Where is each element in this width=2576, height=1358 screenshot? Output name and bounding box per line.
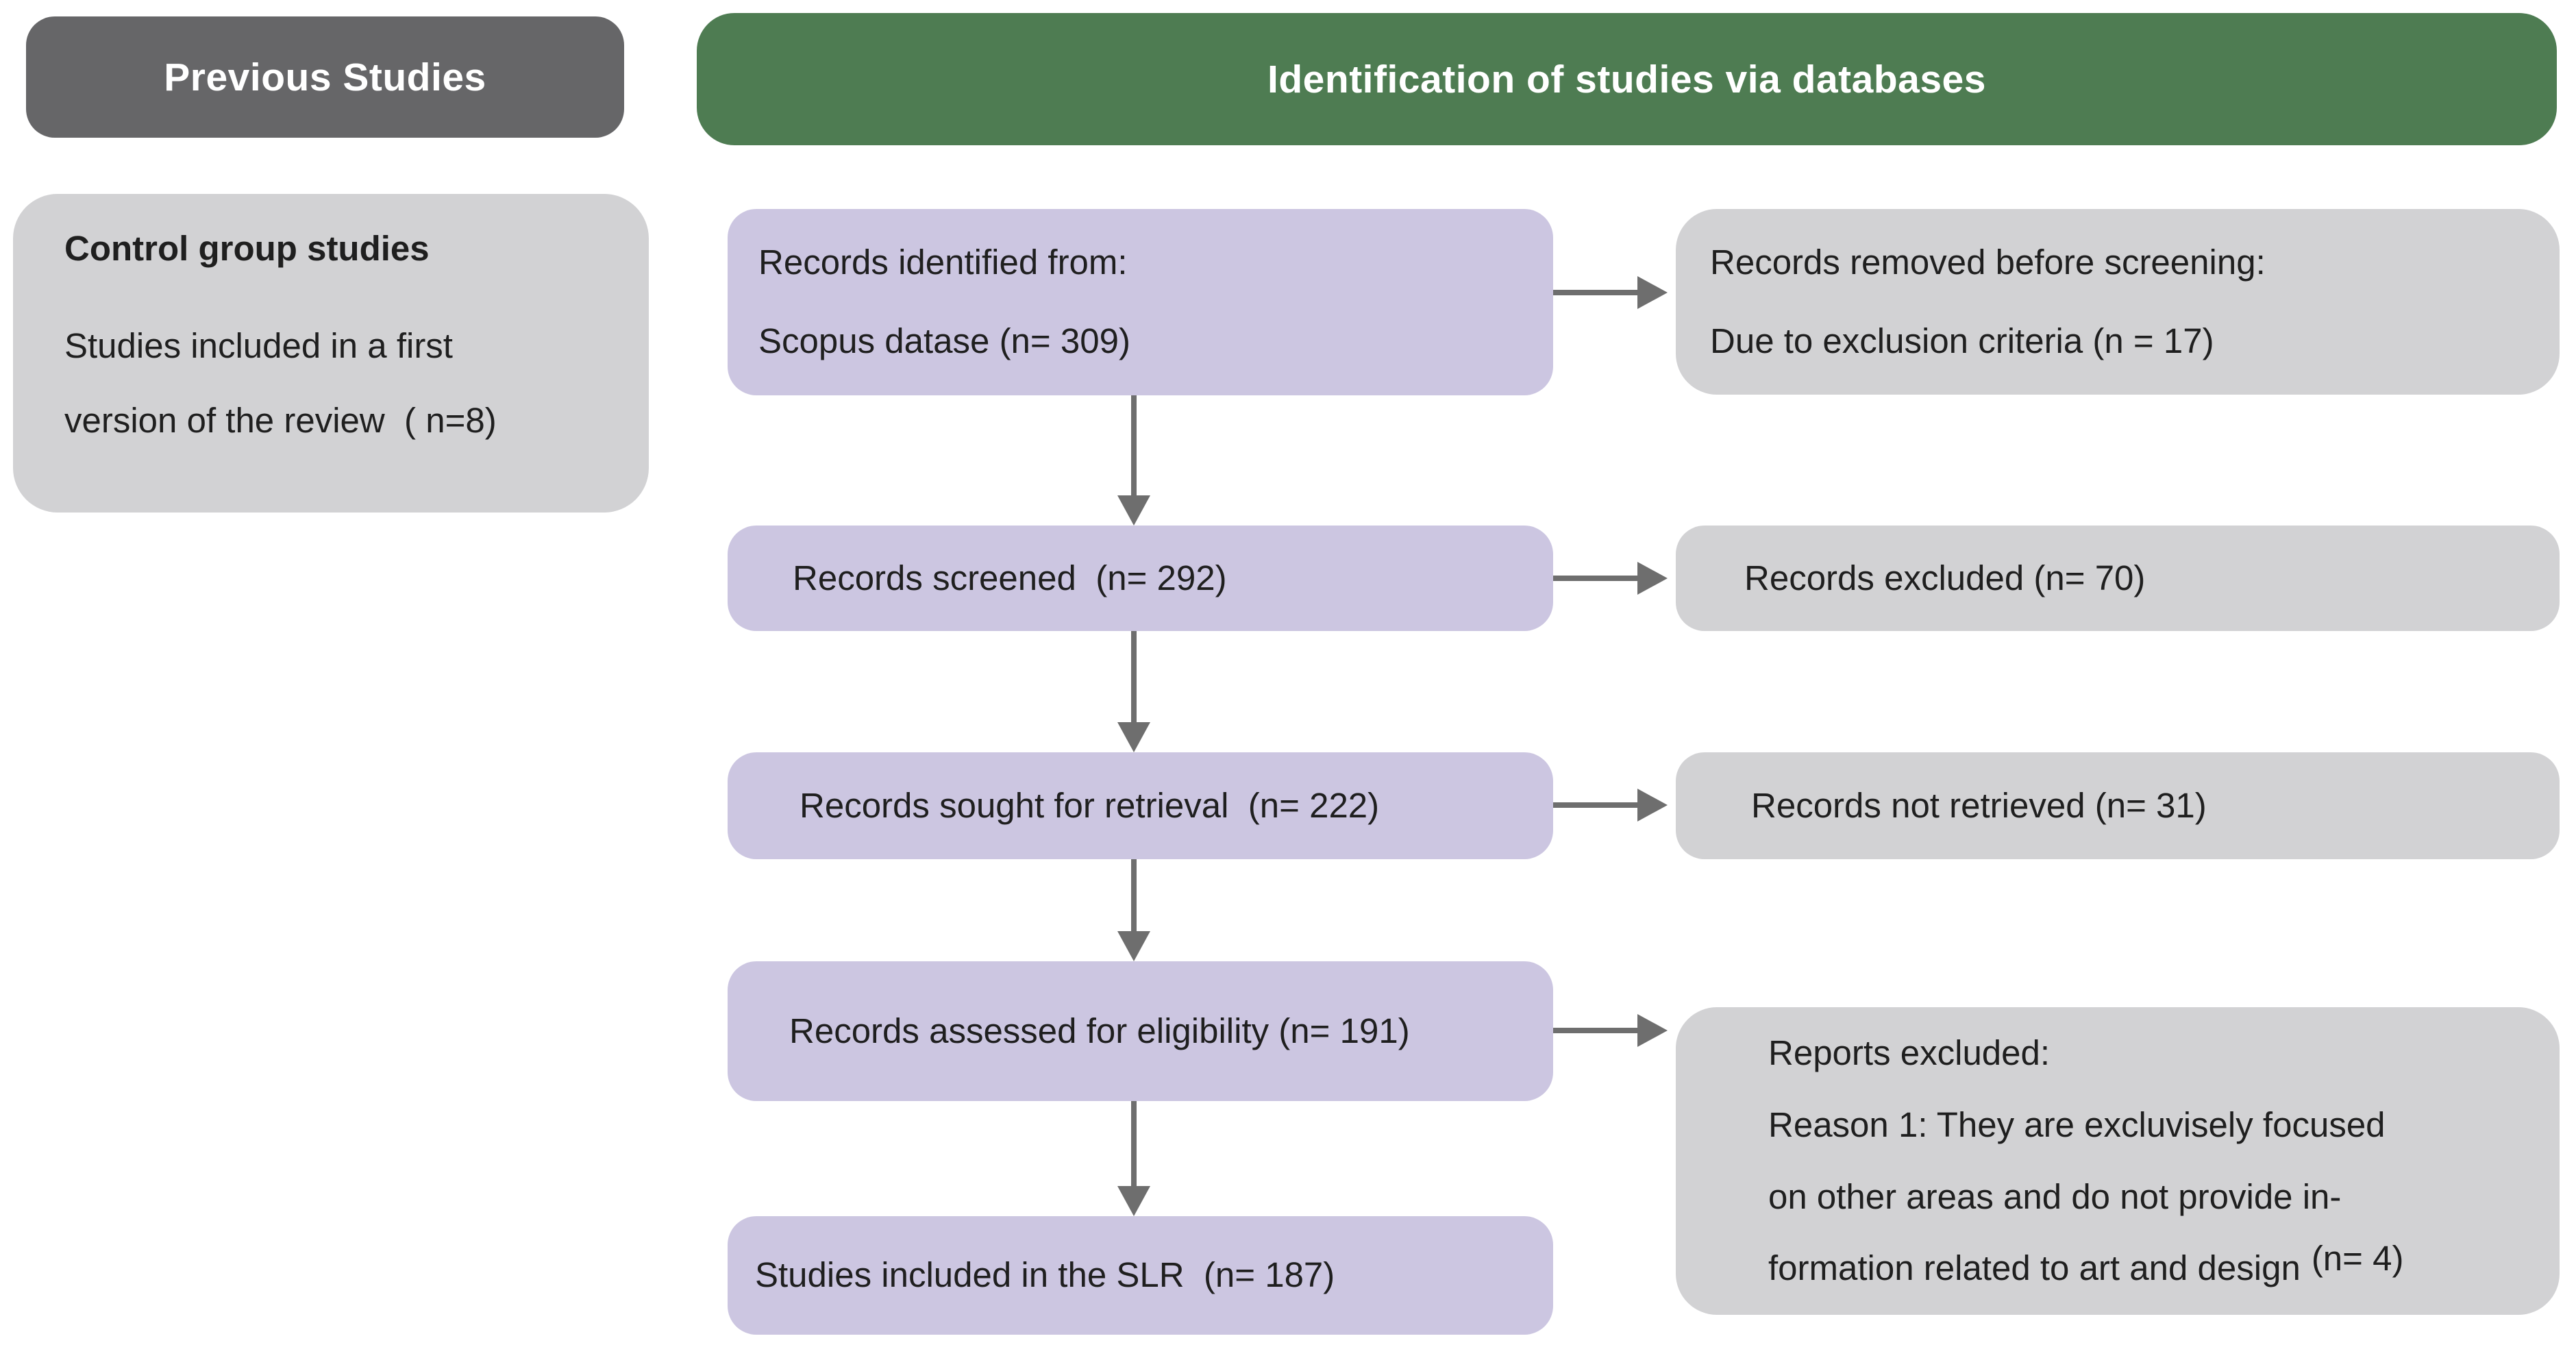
reports-excluded-line: formation related to art and design(n= 4…: [1768, 1233, 2532, 1305]
control-group-studies-line: Studies included in a first: [64, 325, 453, 365]
records-not-retrieved-label: Records not retrieved (n= 31): [1751, 785, 2207, 825]
arrow-down-icon: [1117, 859, 1150, 961]
header-identification-via-databases: Identification of studies via databases: [697, 13, 2557, 145]
records-excluded-label: Records excluded (n= 70): [1744, 558, 2146, 597]
studies-included-label: Studies included in the SLR (n= 187): [755, 1255, 1335, 1295]
box-records-sought-for-retrieval: Records sought for retrieval (n= 222): [728, 752, 1553, 859]
arrow-down-icon: [1117, 395, 1150, 526]
box-reports-excluded: Reports excluded: Reason 1: They are exc…: [1676, 1007, 2560, 1315]
records-screened-label: Records screened (n= 292): [793, 558, 1227, 597]
box-records-not-retrieved: Records not retrieved (n= 31): [1676, 752, 2560, 859]
reports-excluded-line: on other areas and do not provide in-: [1768, 1176, 2342, 1216]
records-sought-label: Records sought for retrieval (n= 222): [800, 785, 1380, 825]
box-control-group-studies: Control group studies Studies included i…: [13, 194, 649, 513]
header-previous-studies-label: Previous Studies: [164, 55, 486, 99]
records-removed-line: Records removed before screening:: [1710, 242, 2266, 282]
arrow-right-icon: [1553, 1014, 1668, 1047]
records-identified-line: Records identified from:: [758, 243, 1128, 282]
arrow-down-icon: [1117, 1101, 1150, 1216]
box-studies-included-in-slr: Studies included in the SLR (n= 187): [728, 1216, 1553, 1335]
box-records-identified: Records identified from: Scopus datase (…: [728, 209, 1553, 395]
reports-excluded-count: (n= 4): [2311, 1239, 2404, 1279]
reports-excluded-line: Reason 1: They are excluvisely focused: [1768, 1104, 2386, 1144]
header-identification-label: Identification of studies via databases: [1267, 57, 1986, 101]
control-group-studies-title: Control group studies: [64, 229, 430, 268]
records-identified-line: Scopus datase (n= 309): [758, 321, 1130, 360]
control-group-studies-line: version of the review ( n=8): [64, 401, 497, 441]
box-records-assessed-for-eligibility: Records assessed for eligibility (n= 191…: [728, 961, 1553, 1101]
arrow-right-icon: [1553, 562, 1668, 595]
header-previous-studies: Previous Studies: [26, 16, 624, 138]
arrow-down-icon: [1117, 631, 1150, 752]
arrow-right-icon: [1553, 789, 1668, 822]
box-records-removed-before-screening: Records removed before screening: Due to…: [1676, 209, 2560, 395]
records-assessed-label: Records assessed for eligibility (n= 191…: [789, 1011, 1410, 1050]
box-records-screened: Records screened (n= 292): [728, 526, 1553, 631]
reports-excluded-line: Reports excluded:: [1768, 1033, 2051, 1073]
records-removed-line: Due to exclusion criteria (n = 17): [1710, 321, 2214, 360]
reports-excluded-line-text: formation related to art and design: [1768, 1248, 2301, 1288]
arrow-right-icon: [1553, 276, 1668, 309]
box-records-excluded: Records excluded (n= 70): [1676, 526, 2560, 631]
